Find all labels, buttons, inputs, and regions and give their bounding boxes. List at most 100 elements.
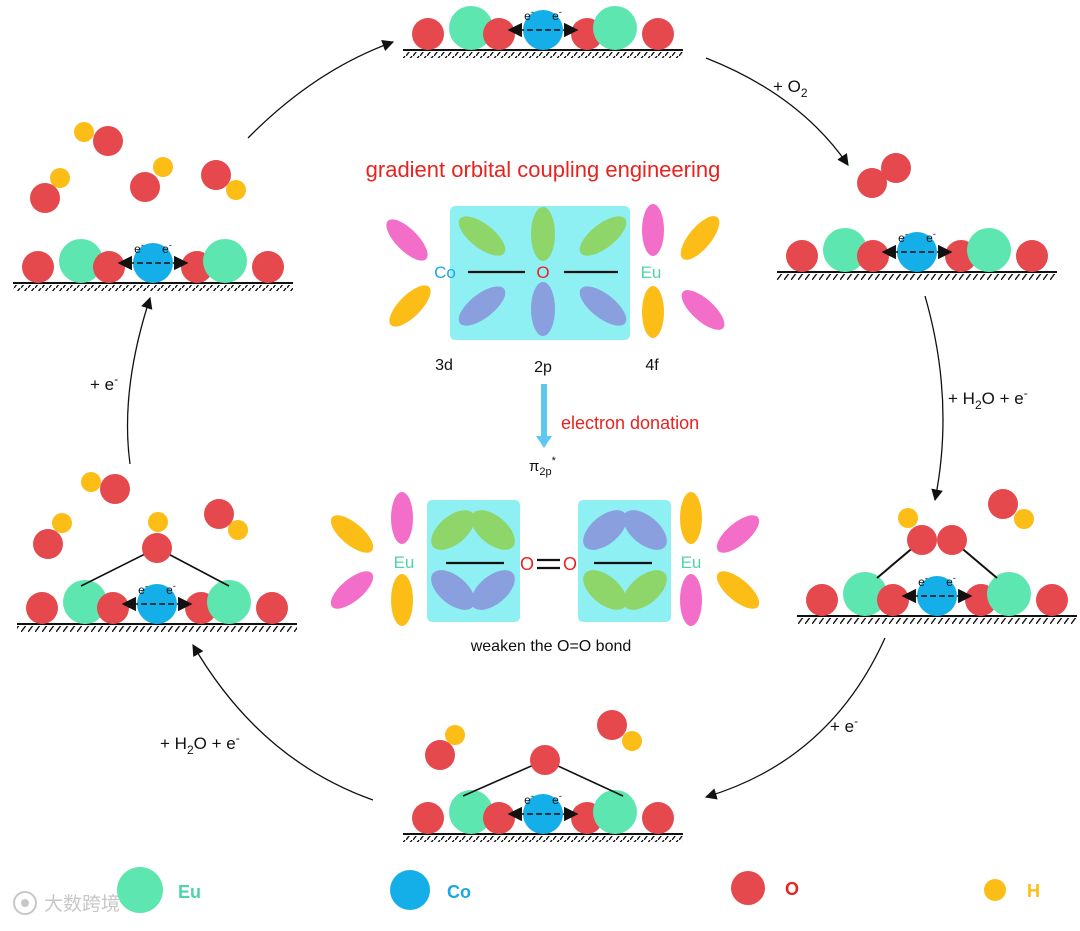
legend-eu-label: Eu (178, 882, 201, 902)
oxygen-atom (130, 172, 160, 202)
label-3d: 3d (435, 357, 453, 374)
electron-donation: electron donation π2p* (529, 384, 699, 478)
hydrogen-atom (622, 731, 642, 751)
europium-atom (449, 6, 493, 50)
adsorbed-oxygen-atom (530, 745, 560, 775)
electron-label: e- (946, 573, 956, 589)
bond-orbital-green-l1 (431, 510, 475, 550)
label-2p: 2p (534, 359, 552, 376)
cycle-arrow-top-right (705, 57, 849, 166)
oxygen-atom (22, 251, 54, 283)
cycle-arrow-bottom-right (704, 637, 886, 800)
hydrogen-atom (898, 508, 918, 528)
europium-atom (823, 228, 867, 272)
electron-label: e- (552, 791, 562, 807)
europium-atom (203, 239, 247, 283)
europium-atom (843, 572, 887, 616)
state-left: e-e- (13, 239, 293, 291)
orbital-yellow-co (389, 285, 431, 327)
oxygen-atom (93, 251, 125, 283)
label-eu-right: Eu (681, 553, 702, 572)
orbital-scheme-top: Co O Eu 3d 2p 4f (386, 204, 725, 376)
orbital-blue-3 (579, 286, 627, 326)
orbital-pink-eu (642, 204, 664, 256)
legend: Eu Co O H (117, 867, 1040, 913)
oxygen-atom (877, 584, 909, 616)
legend-co-swatch (390, 870, 430, 910)
orbital-yellow-eu-b (642, 286, 664, 338)
orbital-blue-1 (458, 286, 506, 326)
watermark-logo-icon (13, 891, 37, 915)
oxygen-atom (857, 240, 889, 272)
oxygen-atom (100, 474, 130, 504)
pi-star-label: π2p* (529, 455, 557, 478)
eu-orbital-yellow-r1 (680, 492, 702, 544)
electron-label: e- (134, 240, 144, 256)
oxygen-atom (988, 489, 1018, 519)
bond-orbital-blue-r2 (623, 510, 667, 550)
oxygen-atom (642, 802, 674, 834)
europium-atom (59, 239, 103, 283)
adsorbed-oxygen-atom (907, 525, 937, 555)
hydrogen-atom (153, 157, 173, 177)
donation-label: electron donation (561, 413, 699, 433)
europium-atom (207, 580, 251, 624)
bond-orbital-green-l2 (471, 510, 515, 550)
hydrogen-atom (148, 512, 168, 532)
cycle-arrow-top-left (247, 40, 395, 139)
oxygen-atom (425, 740, 455, 770)
cycle-arrow-bottom-left (192, 643, 374, 801)
oxygen-atom (597, 710, 627, 740)
step-label-e-left: + e- (90, 372, 118, 394)
step-label-h2o-left: + H2O + e- (160, 731, 240, 757)
eu-orbital-yellow-r2 (716, 571, 760, 609)
catalyst-states: e-e-e-e-e-e-e-e-e-e-e-e- (13, 6, 1077, 842)
orbital-green-1 (458, 216, 506, 256)
oxygen-atom (33, 529, 63, 559)
step-label-o2: + O2 (773, 77, 808, 100)
orbital-green-2 (531, 207, 555, 261)
o2-molecule-atom (857, 168, 887, 198)
oxygen-atom (1036, 584, 1068, 616)
bond-orbital-green-r1 (583, 570, 627, 610)
hydrogen-atom (1014, 509, 1034, 529)
oxygen-atom (204, 499, 234, 529)
bond-orbital-blue-l1 (431, 570, 475, 610)
electron-label: e- (138, 581, 148, 597)
oxygen-atom (97, 592, 129, 624)
europium-atom (593, 6, 637, 50)
adsorbed-oxygen-atom (142, 533, 172, 563)
watermark-text: 大数跨境 (44, 893, 120, 915)
state-left-lower: e-e- (17, 533, 297, 632)
state-top: e-e- (403, 6, 683, 58)
hydrogen-atom (445, 725, 465, 745)
oxygen-atom (1016, 240, 1048, 272)
electron-label: e- (552, 7, 562, 23)
electron-label: e- (166, 581, 176, 597)
europium-atom (63, 580, 107, 624)
eu-orbital-yellow-l1 (330, 515, 374, 553)
bond-orbital-green-r2 (623, 570, 667, 610)
legend-o-label: O (785, 879, 799, 899)
step-label-e-bottom-right: + e- (830, 714, 858, 736)
hydrogen-atom (81, 472, 101, 492)
oxygen-atom (26, 592, 58, 624)
europium-atom (593, 790, 637, 834)
o2-molecule-atom (881, 153, 911, 183)
watermark: 大数跨境 (13, 891, 120, 915)
caption-weaken: weaken the O=O bond (470, 638, 632, 655)
electron-label: e- (898, 229, 908, 245)
substrate-hatch (777, 274, 1057, 280)
orbital-pink-co (386, 219, 428, 261)
label-4f: 4f (645, 357, 659, 374)
cycle-arrow-left (126, 296, 153, 465)
orbital-blue-2 (531, 282, 555, 336)
donation-arrow-shaft (541, 384, 547, 438)
oxygen-atom (483, 18, 515, 50)
substrate-hatch (403, 836, 683, 842)
oxygen-atom (93, 126, 123, 156)
hydrogen-atom (52, 513, 72, 533)
orbital-pink-eu-b (681, 290, 725, 330)
orbital-yellow-eu-a (680, 216, 720, 260)
